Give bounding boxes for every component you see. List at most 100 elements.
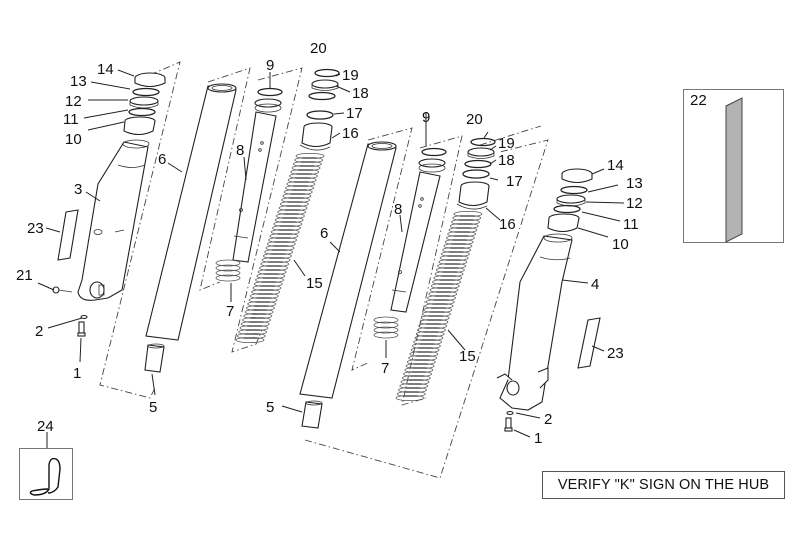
part-15-spring-left xyxy=(235,152,325,343)
callout-5: 5 xyxy=(149,399,157,416)
spring-coil xyxy=(236,332,266,339)
part-21-screw xyxy=(52,286,73,294)
spring-coil xyxy=(268,236,298,243)
spring-coil xyxy=(401,374,431,381)
spring-coil xyxy=(247,300,277,307)
part-7-spring-right xyxy=(373,316,399,339)
spring-coil xyxy=(415,330,445,337)
spring-coil xyxy=(240,320,270,327)
callouts-left: 14 13 12 11 10 3 23 21 2 1 6 5 9 8 7 20 … xyxy=(16,40,369,416)
callout-10: 10 xyxy=(65,131,82,148)
part-12-ring-right xyxy=(556,194,586,207)
callout-5-right: 5 xyxy=(266,399,274,416)
spring-coil xyxy=(294,156,324,163)
part-5-left-bushing xyxy=(144,343,165,373)
part-14-cap-right xyxy=(561,168,593,184)
callout-22: 22 xyxy=(690,92,707,109)
callout-2-right: 2 xyxy=(544,411,552,428)
callout-24: 24 xyxy=(37,418,54,435)
spring-coil xyxy=(244,308,274,315)
part-19-bush-left xyxy=(311,79,339,91)
leader-lines xyxy=(37,69,625,448)
spring-coil xyxy=(422,310,451,317)
spring-coil xyxy=(448,226,478,233)
callout-21: 21 xyxy=(16,267,33,284)
spring-coil xyxy=(290,168,320,175)
spring-coil xyxy=(444,238,474,245)
spring-coil xyxy=(252,284,282,291)
spring-coil xyxy=(277,208,307,215)
spring-coil xyxy=(235,336,265,343)
callout-7: 7 xyxy=(226,303,234,320)
spring-coil xyxy=(246,304,275,311)
spring-coil xyxy=(400,378,430,385)
part-12-ring xyxy=(129,96,159,109)
spring-coil xyxy=(261,256,291,263)
spring-coil xyxy=(395,394,425,401)
spring-coil xyxy=(429,286,459,293)
spring-coil xyxy=(404,366,434,373)
spring-coil xyxy=(265,244,295,251)
spring-coil xyxy=(285,184,314,191)
spring-coil xyxy=(283,188,313,195)
spring-coil xyxy=(449,222,479,229)
callout-13-right: 13 xyxy=(626,175,643,192)
spring-coil xyxy=(432,278,461,285)
spring-coil xyxy=(420,314,450,321)
spring-coil xyxy=(248,296,278,303)
spring-coil xyxy=(403,370,432,377)
assembly-outline-left-damper xyxy=(231,67,303,353)
part-6-right-tube xyxy=(299,141,397,399)
spring-coil xyxy=(439,254,469,261)
spring-coil xyxy=(253,280,283,287)
spring-coil xyxy=(279,200,309,207)
spring-coil xyxy=(425,298,455,305)
part-11-ring xyxy=(128,107,156,117)
spring-coil xyxy=(430,282,460,289)
part-18-ring-left xyxy=(308,91,336,101)
spring-coil xyxy=(259,264,288,271)
spring-coil xyxy=(256,272,286,279)
spring-coil xyxy=(406,358,436,365)
callout-1-right: 1 xyxy=(534,430,542,447)
callout-17: 17 xyxy=(346,105,363,122)
spring-coil xyxy=(249,292,279,299)
spring-coil xyxy=(419,318,449,325)
spring-coil xyxy=(238,328,268,335)
spring-coil xyxy=(262,252,292,259)
callout-13: 13 xyxy=(70,73,87,90)
part-8-damper-rod-right xyxy=(390,171,441,313)
callout-18-right: 18 xyxy=(498,152,515,169)
spring-coil xyxy=(239,324,269,331)
spring-coil xyxy=(295,152,325,159)
spring-coil xyxy=(442,246,472,253)
spring-coil xyxy=(243,312,273,319)
spring-coil xyxy=(437,262,467,269)
spring-coil xyxy=(273,220,303,227)
callout-10-right: 10 xyxy=(612,236,629,253)
spring-coil xyxy=(281,196,311,203)
part-10-bush-right xyxy=(547,213,580,233)
callout-23: 23 xyxy=(27,220,44,237)
verify-note-text: VERIFY "K" SIGN ON THE HUB xyxy=(557,477,770,493)
part-2-washer-right xyxy=(506,410,514,416)
part-18-ring-right xyxy=(464,159,492,169)
callout-3: 3 xyxy=(74,181,82,198)
part-16-spring-cap-left xyxy=(299,122,333,151)
callout-9: 9 xyxy=(266,57,274,74)
spring-coil xyxy=(411,342,441,349)
spring-coil xyxy=(447,230,477,237)
callout-12: 12 xyxy=(65,93,82,110)
inset-part-24 xyxy=(19,448,73,500)
callout-14-right: 14 xyxy=(607,157,624,174)
spring-coil xyxy=(453,210,483,217)
callout-1: 1 xyxy=(73,365,81,382)
callout-16-right: 16 xyxy=(499,216,516,233)
part-20-ring-right xyxy=(470,137,496,147)
spring-coil xyxy=(405,362,435,369)
callout-19-right: 19 xyxy=(498,135,515,152)
spring-coil xyxy=(446,234,475,241)
part-17-ring-left xyxy=(306,110,334,120)
callout-14: 14 xyxy=(97,61,114,78)
spring-coil xyxy=(434,270,464,277)
